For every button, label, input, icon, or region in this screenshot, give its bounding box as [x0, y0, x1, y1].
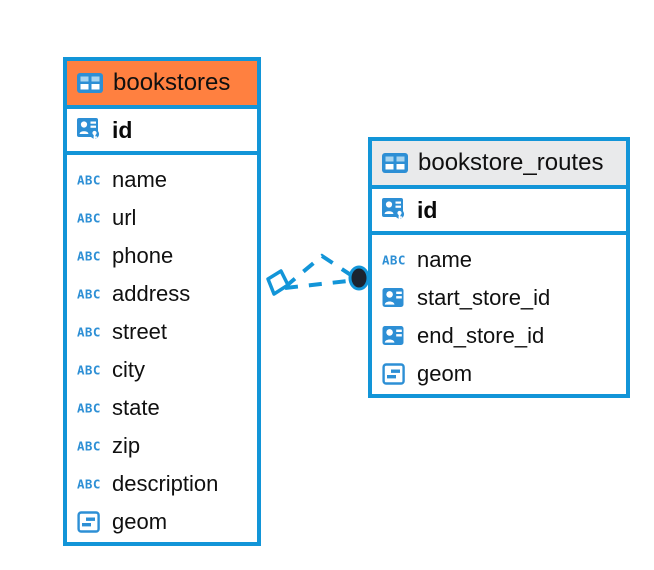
- field-row[interactable]: geom: [372, 355, 626, 393]
- text-abc-icon: ABC: [77, 477, 101, 491]
- field-label: geom: [112, 509, 168, 534]
- field-row-primary-key[interactable]: id: [372, 189, 626, 235]
- field-list: ABC name ABC url ABC phone ABC ad: [67, 155, 257, 549]
- svg-text:ABC: ABC: [77, 211, 101, 225]
- field-row[interactable]: ABC zip: [67, 427, 257, 465]
- field-row[interactable]: ABC description: [67, 465, 257, 503]
- svg-text:ABC: ABC: [77, 287, 101, 301]
- text-abc-icon: ABC: [77, 211, 101, 225]
- svg-text:ABC: ABC: [77, 439, 101, 453]
- svg-text:ABC: ABC: [77, 401, 101, 415]
- field-row[interactable]: ABC state: [67, 389, 257, 427]
- field-label: end_store_id: [417, 323, 545, 348]
- field-label: city: [112, 357, 145, 382]
- field-row[interactable]: ABC city: [67, 351, 257, 389]
- field-row[interactable]: ABC url: [67, 199, 257, 237]
- field-row[interactable]: geom: [67, 503, 257, 541]
- foreign-key-icon: [382, 326, 404, 345]
- text-abc-icon: ABC: [77, 325, 101, 339]
- primary-key-icon: [382, 198, 405, 220]
- field-label: street: [112, 319, 168, 344]
- text-abc-icon: ABC: [77, 439, 101, 453]
- text-abc-icon: ABC: [77, 173, 101, 187]
- entity-header-bookstore-routes[interactable]: bookstore_routes: [372, 141, 626, 189]
- text-abc-icon: ABC: [382, 253, 406, 267]
- field-label: name: [112, 167, 168, 192]
- field-label: phone: [112, 243, 174, 268]
- field-label: geom: [417, 361, 473, 386]
- text-abc-icon: ABC: [77, 287, 101, 301]
- geometry-icon: [382, 363, 405, 385]
- geometry-icon: [77, 511, 100, 533]
- field-row[interactable]: end_store_id: [372, 317, 626, 355]
- entity-bookstore-routes[interactable]: bookstore_routes id ABC: [368, 137, 630, 398]
- primary-key-label: id: [417, 196, 438, 223]
- svg-text:ABC: ABC: [77, 477, 101, 491]
- text-abc-icon: ABC: [77, 363, 101, 377]
- entity-bookstores[interactable]: bookstores id ABC: [63, 57, 261, 546]
- field-row-primary-key[interactable]: id: [67, 109, 257, 155]
- table-icon: [77, 73, 103, 93]
- text-abc-icon: ABC: [77, 401, 101, 415]
- field-label: url: [112, 205, 137, 230]
- field-row[interactable]: start_store_id: [372, 279, 626, 317]
- relationship-branch-lower: [284, 278, 358, 290]
- svg-text:ABC: ABC: [77, 173, 101, 187]
- text-abc-icon: ABC: [77, 249, 101, 263]
- primary-key-label: id: [112, 116, 133, 143]
- entity-title: bookstores: [113, 69, 231, 96]
- svg-text:ABC: ABC: [77, 325, 101, 339]
- entity-title: bookstore_routes: [418, 149, 604, 176]
- source-open-diamond-marker: [266, 269, 290, 296]
- primary-key-icon: [77, 118, 100, 140]
- field-row[interactable]: ABC phone: [67, 237, 257, 275]
- field-label: description: [112, 471, 219, 496]
- svg-text:ABC: ABC: [77, 363, 101, 377]
- foreign-key-icon: [382, 288, 404, 307]
- key-glyph: [89, 129, 100, 140]
- field-row[interactable]: ABC name: [372, 241, 626, 279]
- svg-text:ABC: ABC: [77, 249, 101, 263]
- target-filled-circle-marker: [348, 265, 370, 291]
- field-label: start_store_id: [417, 285, 551, 310]
- field-label: state: [112, 395, 160, 420]
- field-row[interactable]: ABC name: [67, 161, 257, 199]
- entity-header-bookstores[interactable]: bookstores: [67, 61, 257, 109]
- relationship-branch-upper: [283, 253, 359, 289]
- field-list: ABC name start_store_id: [372, 235, 626, 401]
- field-row[interactable]: ABC address: [67, 275, 257, 313]
- field-label: address: [112, 281, 191, 306]
- field-label: name: [417, 247, 473, 272]
- field-row[interactable]: ABC street: [67, 313, 257, 351]
- key-glyph: [394, 209, 405, 220]
- table-icon: [382, 153, 408, 173]
- svg-text:ABC: ABC: [382, 253, 406, 267]
- field-label: zip: [112, 433, 141, 458]
